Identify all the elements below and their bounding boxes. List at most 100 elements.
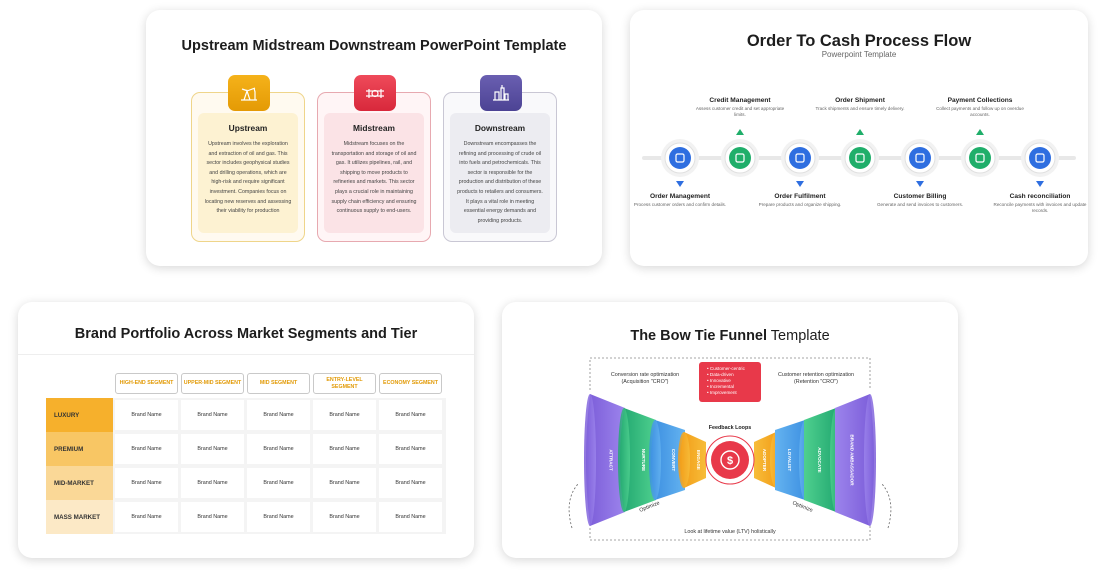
brand-cell[interactable]: Brand Name xyxy=(247,434,310,464)
arrow-down-icon xyxy=(676,181,684,187)
node-icon-disc xyxy=(849,147,871,169)
brand-cell[interactable]: Brand Name xyxy=(313,400,376,430)
step-icon xyxy=(1035,153,1045,163)
brand-cell[interactable]: Brand Name xyxy=(313,502,376,532)
optimize-label: Optimize xyxy=(791,500,813,514)
tier-label: PREMIUM xyxy=(46,432,113,466)
arrow-down-icon xyxy=(1036,181,1044,187)
step-title: Customer Billing xyxy=(893,193,947,200)
step-icon xyxy=(675,153,685,163)
card4-title: The Bow Tie Funnel Template xyxy=(502,328,958,344)
midstream-title: Midstream xyxy=(353,123,395,133)
brand-portfolio-card[interactable]: Brand Portfolio Across Market Segments a… xyxy=(18,302,474,558)
step-icon xyxy=(975,153,985,163)
arrow-up-icon xyxy=(976,129,984,135)
card2-title: Order To Cash Process Flow xyxy=(746,32,972,50)
card4-title-rest: Template xyxy=(767,328,830,344)
brand-cell[interactable]: Brand Name xyxy=(115,468,178,498)
node-icon-disc xyxy=(669,147,691,169)
stage-label: BRAND AMBASSADOR xyxy=(850,434,855,486)
bullet-item: Data-driven xyxy=(707,372,761,378)
tier-label: MASS MARKET xyxy=(46,500,113,534)
column-header: MID SEGMENT xyxy=(247,373,310,394)
step-title: Order Management xyxy=(649,193,711,200)
column-header: UPPER-MID SEGMENT xyxy=(181,373,244,394)
column-header: ECONOMY SEGMENT xyxy=(379,373,442,394)
loop-arrow-left xyxy=(568,483,579,529)
brand-cell[interactable]: Brand Name xyxy=(313,434,376,464)
bottom-guide-line xyxy=(589,524,871,541)
brand-cell[interactable]: Brand Name xyxy=(115,400,178,430)
brand-cell[interactable]: Brand Name xyxy=(115,434,178,464)
brand-cell[interactable]: Brand Name xyxy=(181,434,244,464)
step-node xyxy=(661,139,699,187)
stage-label: CONVERT xyxy=(671,449,676,472)
upstream-panel: Upstream Upstream involves the explorati… xyxy=(191,75,305,242)
bullet-item: Incremental xyxy=(707,384,761,390)
feedback-loops-label: Feedback Loops xyxy=(709,425,752,431)
tier-label: MID-MARKET xyxy=(46,466,113,500)
brand-cell[interactable]: Brand Name xyxy=(379,434,442,464)
step-node xyxy=(961,129,999,177)
brand-cell[interactable]: Brand Name xyxy=(247,502,310,532)
card1-title: Upstream Midstream Downstream PowerPoint… xyxy=(181,38,567,54)
brand-cell[interactable]: Brand Name xyxy=(181,468,244,498)
step-title: Order Fulfilment xyxy=(774,193,826,200)
brand-cell[interactable]: Brand Name xyxy=(181,400,244,430)
order-to-cash-card[interactable]: Order To Cash Process Flow Powerpoint Te… xyxy=(630,10,1088,266)
brand-cell[interactable]: Brand Name xyxy=(247,400,310,430)
node-icon-disc xyxy=(789,147,811,169)
brand-cell[interactable]: Brand Name xyxy=(181,502,244,532)
brand-cell[interactable]: Brand Name xyxy=(379,502,442,532)
funnel-stage-left: ATTRACT xyxy=(584,394,625,526)
bullet-item: Innovative xyxy=(707,378,761,384)
node-icon-disc xyxy=(909,147,931,169)
upstream-title: Upstream xyxy=(228,123,268,133)
step-node xyxy=(721,129,759,177)
refinery-icon xyxy=(480,75,522,111)
loop-arrow-right xyxy=(881,483,892,529)
stage-label: LOYALIST xyxy=(787,449,792,471)
column-header: ENTRY-LEVEL SEGMENT xyxy=(313,373,376,394)
step-icon xyxy=(795,153,805,163)
funnel-stage-right: BRAND AMBASSADOR xyxy=(835,394,876,526)
bullet-item: Improvement xyxy=(707,390,761,396)
step-node xyxy=(1021,139,1059,187)
top-guide-line xyxy=(589,357,871,390)
step-node xyxy=(781,139,819,187)
funnel-stage-left: CONVERT xyxy=(649,420,685,500)
card2-subtitle: Powerpoint Template xyxy=(821,50,897,59)
arrow-up-icon xyxy=(856,129,864,135)
brand-cell[interactable]: Brand Name xyxy=(379,400,442,430)
downstream-panel: Downstream Downstream encompasses the re… xyxy=(443,75,557,242)
brand-cell[interactable]: Brand Name xyxy=(247,468,310,498)
title-divider xyxy=(18,354,474,355)
card3-title: Brand Portfolio Across Market Segments a… xyxy=(74,326,418,342)
node-icon-disc xyxy=(1029,147,1051,169)
stage-label: ADVOCATE xyxy=(817,447,822,472)
upstream-midstream-downstream-card[interactable]: Upstream Midstream Downstream PowerPoint… xyxy=(146,10,602,266)
arrow-down-icon xyxy=(916,181,924,187)
downstream-body: Downstream encompasses the refining and … xyxy=(457,141,543,224)
step-title: Cash reconciliation xyxy=(1009,193,1071,200)
node-icon-disc xyxy=(969,147,991,169)
brand-cell[interactable]: Brand Name xyxy=(115,502,178,532)
step-title: Credit Management xyxy=(709,97,771,104)
brand-cell[interactable]: Brand Name xyxy=(379,468,442,498)
stage-label: ADOPTER xyxy=(762,449,767,472)
step-icon xyxy=(735,153,745,163)
dollar-icon: $ xyxy=(705,435,755,485)
downstream-title: Downstream xyxy=(474,123,526,133)
step-title: Payment Collections xyxy=(947,97,1013,104)
upstream-body: Upstream involves the exploration and ex… xyxy=(204,141,292,215)
step-node xyxy=(841,129,879,177)
step-desc: Assess customer credit and set appropria… xyxy=(695,106,785,118)
brand-cell[interactable]: Brand Name xyxy=(313,468,376,498)
